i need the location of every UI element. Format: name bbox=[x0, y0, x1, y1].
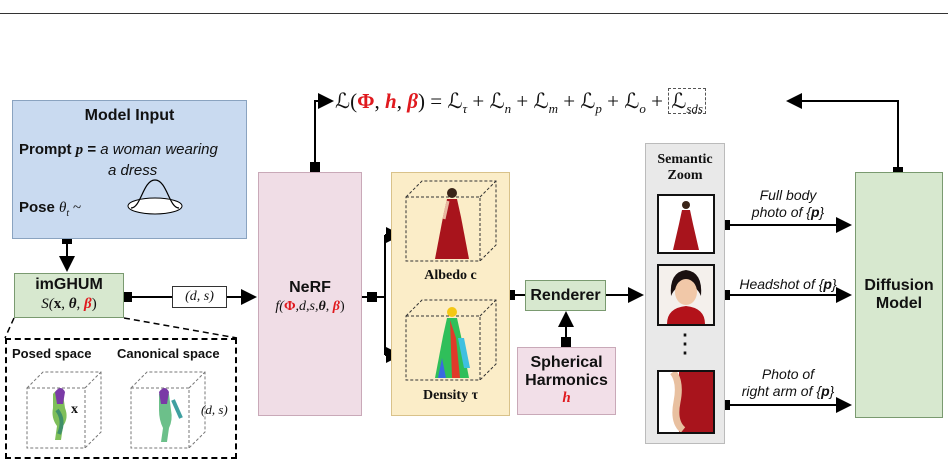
semantic-zoom-line1: Semantic bbox=[657, 152, 713, 167]
loss-formula: ℒ(Φ, h, β) = ℒτ + ℒn + ℒm + ℒp + ℒo + ℒs… bbox=[335, 86, 706, 116]
model-input-title: Model Input bbox=[84, 107, 175, 124]
nerf-to-loss-arrow bbox=[314, 93, 334, 167]
spherical-line1: Spherical bbox=[530, 354, 603, 371]
pose-distribution-icon bbox=[127, 179, 183, 215]
nerf-formula: f(Φ,d,s,θ, β) bbox=[275, 299, 345, 314]
prompt-line: Prompt p = a woman wearing bbox=[19, 141, 218, 158]
spherical-line2: Harmonics bbox=[525, 372, 608, 389]
ds-label-box: (d, s) bbox=[172, 286, 227, 308]
headshot-thumbnail bbox=[657, 264, 715, 326]
posed-space-label: Posed space bbox=[12, 346, 92, 361]
nerf-title: NeRF bbox=[289, 279, 331, 296]
diffusion-line2: Model bbox=[875, 295, 923, 312]
semantic-zoom-panel: Semantic Zoom ⋮ bbox=[645, 143, 725, 444]
albedo-density-box: Albedo c Density τ bbox=[391, 172, 510, 416]
right-arm-thumbnail bbox=[657, 370, 715, 434]
renderer-box: Renderer bbox=[525, 280, 606, 311]
model-input-box: Model Input Prompt p = a woman wearing a… bbox=[12, 100, 247, 239]
diffusion-line1: Diffusion bbox=[864, 277, 934, 294]
full-body-prompt: Full body photo of {p} bbox=[751, 187, 825, 220]
full-body-thumbnail bbox=[657, 194, 715, 254]
zoom-ellipsis: ⋮ bbox=[672, 328, 698, 358]
imghum-box: imGHUM S(x, θ, β) bbox=[14, 273, 124, 318]
canonical-ds-label: (d, s) bbox=[201, 402, 228, 417]
canonical-cube bbox=[130, 371, 206, 449]
posed-cube bbox=[26, 371, 102, 449]
imghum-formula: S(x, θ, β) bbox=[41, 296, 97, 312]
semantic-zoom-line2: Zoom bbox=[667, 168, 703, 183]
diffusion-model-box: Diffusion Model bbox=[855, 172, 943, 418]
prompt-line-2: a dress bbox=[108, 162, 158, 179]
posed-x-label: x bbox=[71, 402, 78, 417]
pose-line: Pose θt ~ bbox=[19, 199, 82, 219]
imghum-title: imGHUM bbox=[35, 276, 103, 293]
albedo-label: Albedo c bbox=[424, 268, 477, 283]
nerf-top-port bbox=[310, 162, 320, 172]
density-cube bbox=[405, 299, 497, 381]
posed-canonical-box: Posed space Canonical space x (d, s) bbox=[5, 338, 237, 459]
density-label: Density τ bbox=[422, 388, 479, 403]
canonical-space-label: Canonical space bbox=[117, 346, 220, 361]
headshot-prompt: Headshot of {p} bbox=[739, 276, 837, 292]
spherical-harmonics-box: Spherical Harmonics h bbox=[517, 347, 616, 415]
albedo-cube bbox=[405, 180, 497, 262]
spherical-h: h bbox=[562, 390, 571, 406]
right-arm-prompt: Photo of right arm of {p} bbox=[741, 366, 835, 399]
diffusion-to-loss-arrow bbox=[786, 93, 899, 172]
top-rule bbox=[0, 13, 948, 14]
nerf-box: NeRF f(Φ,d,s,θ, β) bbox=[258, 172, 362, 416]
loss-sds-term: ℒsds bbox=[668, 88, 706, 116]
